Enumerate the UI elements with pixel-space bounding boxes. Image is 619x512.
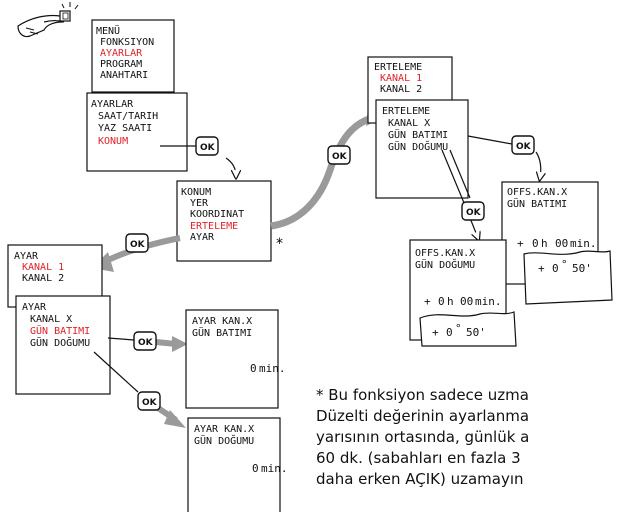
settings-line: SAAT/TARIH bbox=[98, 111, 158, 122]
adjust-channel-line-selected: GÜN BATIMI bbox=[30, 324, 90, 337]
adjust-value-line: GÜN BATIMI bbox=[192, 326, 252, 339]
offset-sign: + bbox=[432, 326, 439, 339]
menu-line: ANAHTARI bbox=[100, 70, 148, 81]
settings-line: YAZ SAATI bbox=[98, 123, 152, 134]
offset-hours: 0 bbox=[438, 295, 445, 308]
offset-minutes: 00 bbox=[555, 237, 568, 250]
offset-degree-unit: ° bbox=[561, 258, 568, 271]
settings-screen: AYARLAR SAAT/TARIH YAZ SAATI KONUM bbox=[86, 92, 188, 172]
flow-arrow bbox=[467, 135, 541, 178]
ok-button-icon: OK bbox=[461, 201, 485, 221]
offset-hours-unit: h bbox=[447, 295, 454, 308]
adjust-value-line: AYAR KAN.X bbox=[192, 316, 252, 327]
adjust-line-selected: KANAL 1 bbox=[22, 262, 64, 273]
hand-pointer-icon bbox=[17, 10, 71, 38]
footnote-line: Düzelti değerinin ayarlanma bbox=[316, 407, 530, 425]
adjust-value: 0 bbox=[252, 462, 259, 475]
adjust-channel-line: AYAR bbox=[22, 302, 47, 313]
footnote-mark: * bbox=[276, 236, 283, 252]
menu-line: PROGRAM bbox=[100, 59, 142, 70]
flow-arrow bbox=[93, 351, 186, 428]
offset-degrees: 0 bbox=[446, 326, 453, 339]
offset-minutes-unit: min. bbox=[475, 295, 502, 308]
menu-line: MENÜ bbox=[96, 24, 120, 37]
delay-channel-line: GÜN DOĞUMU bbox=[388, 140, 448, 153]
offset-degrees: 0 bbox=[552, 262, 559, 275]
ok-button-icon: OK bbox=[133, 331, 157, 351]
footnote-text: * Bu fonksiyon sadece uzma Düzelti değer… bbox=[316, 385, 529, 490]
ok-button-icon: OK bbox=[327, 145, 351, 165]
svg-text:OK: OK bbox=[466, 208, 482, 218]
footnote-line: yarısının ortasında, günlük a bbox=[316, 428, 530, 446]
offset-sunrise-screen: OFFS.KAN.X GÜN DOĞUMU + 0 h 00 min. + 0 … bbox=[409, 239, 517, 347]
adjust-sunrise-screen: AYAR KAN.X GÜN DOĞUMU 0 min. bbox=[187, 417, 288, 512]
offset-line: OFFS.KAN.X bbox=[507, 187, 567, 198]
offset-arcminutes: 50' bbox=[572, 262, 592, 275]
offset-sign: + bbox=[517, 237, 524, 250]
offset-sunset-screen: OFFS.KAN.X GÜN BATIMI + 0 h 00 min. + 0 … bbox=[501, 181, 613, 305]
delay-channel-line: ERTELEME bbox=[382, 106, 430, 117]
flow-arrow bbox=[270, 108, 382, 230]
footnote-line: 60 dk. (sabahları en fazla 3 bbox=[316, 449, 521, 467]
flow-arrow bbox=[160, 145, 236, 176]
offset-arcminutes: 50' bbox=[466, 326, 486, 339]
ok-button-icon: OK bbox=[511, 135, 535, 155]
ok-button-icon: OK bbox=[125, 233, 149, 253]
delay-line: KANAL 2 bbox=[380, 84, 422, 95]
delay-line: ERTELEME bbox=[374, 62, 422, 73]
offset-hours: 0 bbox=[532, 237, 539, 250]
location-line-selected: ERTELEME bbox=[190, 221, 238, 232]
location-line: KOORDINAT bbox=[190, 209, 244, 220]
offset-sign: + bbox=[538, 262, 545, 275]
footnote-line: * Bu fonksiyon sadece uzma bbox=[316, 386, 529, 404]
offset-minutes: 00 bbox=[460, 295, 473, 308]
adjust-channel-screen: AYAR KANAL X GÜN BATIMI GÜN DOĞUMU bbox=[15, 295, 111, 395]
delay-channel-line: GÜN BATIMI bbox=[388, 128, 448, 141]
ok-button-icon: OK bbox=[137, 391, 161, 411]
adjust-line: AYAR bbox=[14, 251, 39, 262]
settings-line-selected: KONUM bbox=[98, 136, 128, 147]
svg-text:OK: OK bbox=[516, 142, 532, 152]
menu-line-selected: AYARLAR bbox=[100, 48, 143, 59]
svg-text:OK: OK bbox=[142, 398, 158, 408]
adjust-unit: min. bbox=[261, 462, 288, 475]
offset-hours-unit: h bbox=[541, 237, 548, 250]
delay-channel-line: KANAL X bbox=[388, 118, 430, 129]
settings-line: AYARLAR bbox=[91, 99, 134, 110]
delay-channel-screen: ERTELEME KANAL X GÜN BATIMI GÜN DOĞUMU bbox=[375, 99, 469, 199]
offset-line: OFFS.KAN.X bbox=[415, 248, 475, 259]
offset-sign: + bbox=[424, 295, 431, 308]
flow-arrow bbox=[107, 336, 188, 352]
location-screen: KONUM YER KOORDINAT ERTELEME AYAR bbox=[176, 180, 272, 262]
press-lines-icon bbox=[61, 2, 79, 10]
adjust-channel-line: GÜN DOĞUMU bbox=[30, 336, 90, 349]
svg-text:OK: OK bbox=[200, 143, 216, 153]
adjust-value: 0 bbox=[250, 362, 257, 375]
adjust-value-line: GÜN DOĞUMU bbox=[194, 434, 254, 447]
svg-text:OK: OK bbox=[130, 240, 146, 250]
menu-screen: MENÜ FONKSIYON AYARLAR PROGRAM ANAHTARI bbox=[91, 19, 175, 93]
adjust-line: KANAL 2 bbox=[22, 273, 64, 284]
offset-line: GÜN DOĞUMU bbox=[415, 258, 475, 271]
adjust-unit: min. bbox=[259, 362, 286, 375]
offset-degree-unit: ° bbox=[455, 322, 462, 335]
offset-minutes-unit: min. bbox=[570, 237, 597, 250]
ok-button-icon: OK bbox=[195, 136, 219, 156]
adjust-channel-line: KANAL X bbox=[30, 314, 72, 325]
location-line: YER bbox=[190, 198, 209, 209]
adjust-sunset-screen: AYAR KAN.X GÜN BATIMI 0 min. bbox=[185, 309, 286, 409]
svg-text:OK: OK bbox=[332, 152, 348, 162]
svg-text:OK: OK bbox=[138, 338, 154, 348]
location-line: AYAR bbox=[190, 232, 215, 243]
menu-line: FONKSIYON bbox=[100, 37, 154, 48]
footnote-line: daha erken AÇIK) uzamayın bbox=[316, 470, 524, 488]
delay-line-selected: KANAL 1 bbox=[380, 73, 422, 84]
location-line: KONUM bbox=[181, 187, 211, 198]
offset-line: GÜN BATIMI bbox=[507, 197, 567, 210]
adjust-value-line: AYAR KAN.X bbox=[194, 424, 254, 435]
